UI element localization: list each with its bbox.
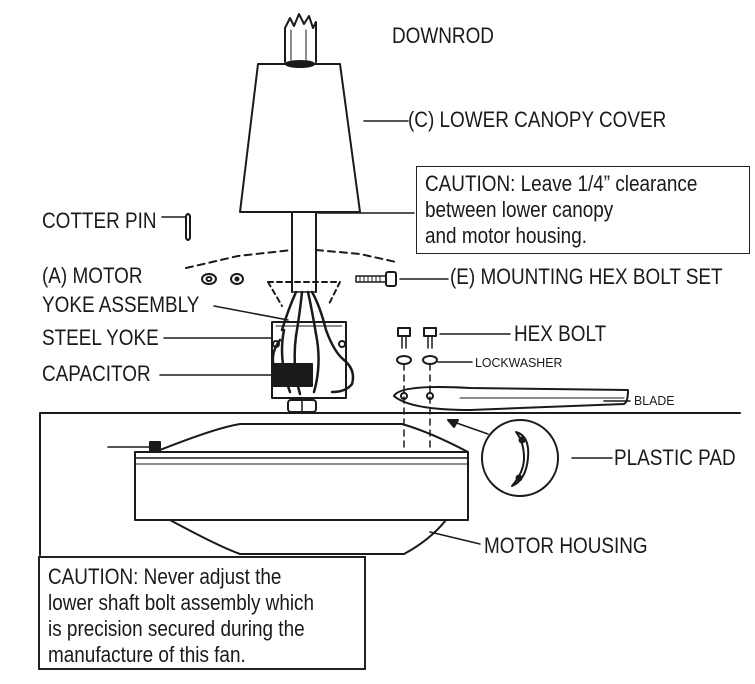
label-blade: BLADE: [634, 393, 675, 408]
capacitor: [271, 363, 313, 387]
label-motor-yoke-line1: (A) MOTOR: [42, 263, 143, 288]
plastic-pad-detail: [481, 419, 559, 497]
caution-shaft-line2: lower shaft bolt assembly which: [48, 590, 315, 615]
leader-motor-housing: [429, 531, 481, 545]
lower-canopy-cover: [239, 63, 361, 213]
label-plastic-pad: PLASTIC PAD: [614, 445, 736, 470]
label-lockwasher: LOCKWASHER: [475, 355, 563, 370]
label-lower-canopy-cover: (C) LOWER CANOPY COVER: [408, 107, 667, 132]
label-capacitor: CAPACITOR: [42, 361, 151, 386]
motor-housing-bottom: [169, 519, 447, 555]
caution-shaft-line3: is precision secured during the: [48, 616, 305, 641]
blade: [393, 386, 629, 411]
caution-clearance-line1: CAUTION: Leave 1/4” clearance: [425, 171, 698, 196]
wires: [280, 290, 328, 338]
motor-housing-top: [154, 423, 469, 453]
label-cotter-pin: COTTER PIN: [42, 208, 157, 233]
lockwasher-left: [396, 355, 412, 365]
label-hex-bolt: HEX BOLT: [514, 321, 607, 346]
label-motor-housing: MOTOR HOUSING: [484, 533, 648, 558]
caution-clearance-line2: between lower canopy: [425, 197, 614, 222]
motor-housing-band: [134, 451, 469, 521]
leader-yoke-assembly: [213, 305, 289, 321]
caution-shaft-line1: CAUTION: Never adjust the: [48, 564, 282, 589]
caution-clearance-line3: and motor housing.: [425, 223, 587, 248]
plastic-pad: [511, 431, 530, 487]
label-motor-yoke-line2: YOKE ASSEMBLY: [42, 292, 200, 317]
washer: [230, 273, 244, 285]
hex-bolt-right: [423, 327, 437, 337]
downrod-top: [284, 13, 317, 63]
caution-shaft-line4: manufacture of this fan.: [48, 642, 246, 667]
nut: [201, 273, 217, 285]
downrod: [291, 211, 317, 293]
yoke-dashed-outline: [185, 249, 397, 269]
lockwasher-right: [422, 355, 438, 365]
caution-shaft-bolt-box: CAUTION: Never adjust the lower shaft bo…: [38, 556, 366, 670]
label-steel-yoke: STEEL YOKE: [42, 325, 159, 350]
label-downrod: DOWNROD: [392, 23, 494, 48]
caution-clearance-box: CAUTION: Leave 1/4” clearance between lo…: [416, 166, 750, 254]
frame-outline: [39, 412, 741, 556]
label-mounting-hex-bolt-set: (E) MOUNTING HEX BOLT SET: [450, 264, 723, 289]
hex-bolt-left: [397, 327, 411, 337]
cotter-pin: [185, 213, 191, 241]
